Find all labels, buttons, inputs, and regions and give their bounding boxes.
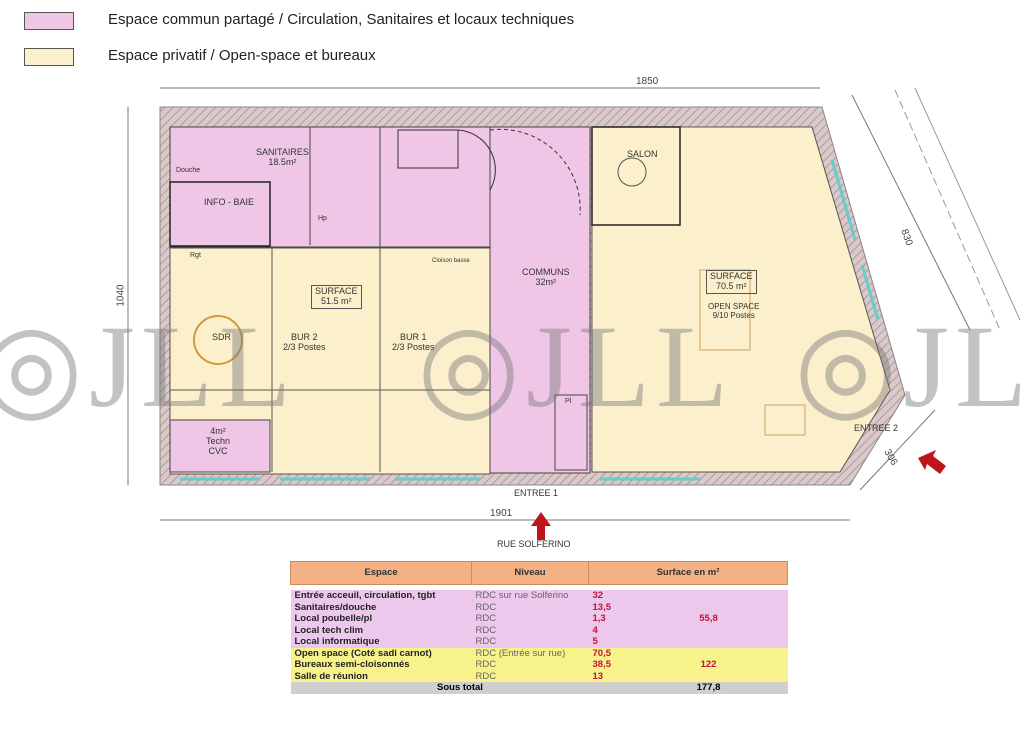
label-rgt: Rgt	[190, 252, 201, 259]
salon-table	[617, 157, 647, 187]
legend-label-common: Espace commun partagé / Circulation, San…	[108, 11, 575, 28]
cell-niveau: RDC	[471, 601, 589, 613]
street-line	[914, 87, 1021, 321]
label-bur1: BUR 1 2/3 Postes	[392, 332, 435, 352]
label-entree-2: ENTREE 2	[854, 423, 899, 433]
cell-surface: 13,5	[588, 601, 630, 613]
label-sanitaires: SANITAIRES 18.5m²	[256, 147, 309, 167]
cell-surface: 13	[588, 670, 630, 682]
label-cloison: Cloison basse	[432, 258, 470, 264]
header-niveau: Niveau	[471, 561, 589, 585]
label-entree-1: ENTREE 1	[514, 488, 559, 498]
cell-espace: Open space (Coté sadi carnot)	[290, 647, 472, 659]
dim-top: 1850	[636, 76, 659, 87]
cell-subtotal: 122	[629, 647, 788, 682]
cell-niveau: RDC	[471, 636, 589, 648]
cell-espace: Local poubelle/pl	[290, 613, 472, 625]
staircase	[397, 128, 581, 216]
room-stairs	[379, 126, 491, 248]
cell-niveau: RDC sur rue Solferino	[471, 590, 589, 602]
room-salon	[591, 126, 681, 226]
entrance-arrow-1	[531, 512, 551, 540]
header-surface: Surface en m²	[588, 561, 788, 585]
cell-subtotal: 55,8	[629, 590, 788, 648]
cell-espace: Entrée acceuil, circulation, tgbt	[290, 590, 472, 602]
dim-line-corner	[859, 409, 936, 491]
cell-surface: 1,3	[588, 613, 630, 625]
legend-label-private: Espace privatif / Open-space et bureaux	[108, 47, 376, 64]
cell-niveau: RDC	[471, 670, 589, 682]
cell-espace: Sanitaires/douche	[290, 601, 472, 613]
header-espace: Espace	[290, 561, 472, 585]
table-header: Espace Niveau Surface en m²	[290, 561, 788, 585]
room-techn-cvc	[169, 419, 271, 473]
cell-espace: Bureaux semi-cloisonnés	[290, 659, 472, 671]
label-salon: SALON	[627, 149, 658, 159]
cell-espace: Local tech clim	[290, 624, 472, 636]
label-hp: Hp	[318, 215, 327, 222]
cell-surface: 38,5	[588, 659, 630, 671]
label-bur2: BUR 2 2/3 Postes	[283, 332, 326, 352]
cell-niveau: RDC	[471, 624, 589, 636]
table-row: Open space (Coté sadi carnot)RDC (Entrée…	[290, 647, 788, 682]
street-line	[894, 89, 1001, 331]
cell-surface: 4	[588, 624, 630, 636]
total-label: Sous total	[290, 682, 630, 694]
windows	[180, 159, 880, 481]
legend-swatch-private	[24, 48, 74, 66]
label-street: RUE SOLFERINO	[497, 539, 571, 549]
legend-swatch-common	[24, 12, 74, 30]
label-info-baie: INFO - BAIE	[204, 197, 255, 207]
meeting-table	[193, 315, 243, 365]
dim-line-right	[851, 94, 971, 331]
surface-table: Espace Niveau Surface en m² Entrée acceu…	[290, 561, 788, 694]
entrance-arrow-2	[918, 450, 946, 474]
room-info-baie	[169, 181, 271, 247]
cell-niveau: RDC	[471, 659, 589, 671]
cell-espace: Local informatique	[290, 636, 472, 648]
label-surface-left: SURFACE 51.5 m²	[311, 285, 362, 309]
cell-surface: 5	[588, 636, 630, 648]
floor-plan	[127, 87, 1021, 540]
desk	[764, 404, 806, 436]
cell-surface: 70,5	[588, 647, 630, 659]
label-sdr: SDR	[212, 332, 232, 342]
label-open-space: OPEN SPACE 9/10 Postes	[708, 302, 760, 320]
cell-niveau: RDC	[471, 613, 589, 625]
cell-niveau: RDC (Entrée sur rue)	[471, 647, 589, 659]
label-techn-cvc: 4m² Techn CVC	[206, 426, 231, 456]
dim-left: 1040	[115, 284, 127, 307]
total-value: 177,8	[629, 682, 788, 694]
label-surface-right: SURFACE 70.5 m²	[706, 270, 757, 294]
room-pl	[554, 394, 588, 471]
table-total-row: Sous total 177,8	[290, 682, 788, 694]
label-communs: COMMUNS 32m²	[522, 267, 570, 287]
label-pl: Pl	[565, 398, 572, 405]
cell-surface: 32	[588, 590, 630, 602]
dim-bottom: 1901	[490, 508, 513, 519]
cell-espace: Salle de réunion	[290, 670, 472, 682]
label-douche: Douche	[176, 167, 201, 174]
